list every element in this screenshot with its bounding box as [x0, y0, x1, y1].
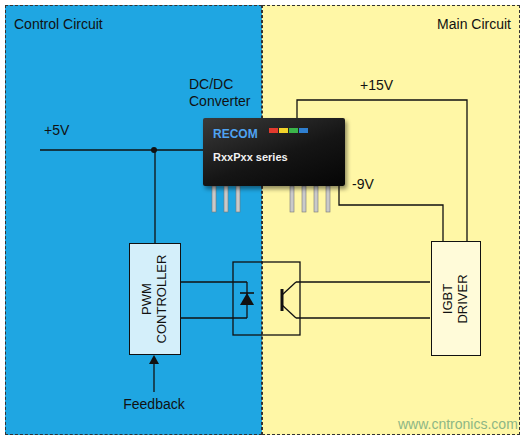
voltage-label: -9V	[352, 176, 374, 192]
chip-pin	[302, 186, 306, 212]
chip-pin	[326, 186, 330, 212]
signal-wire	[296, 317, 430, 318]
diode-symbol	[240, 293, 254, 305]
transistor-lead	[282, 282, 296, 295]
supply-wire	[155, 150, 203, 243]
optocoupler-outline	[233, 262, 300, 335]
driver-box: IGBT DRIVER	[431, 241, 481, 356]
main-region: Main CircuitIGBT DRIVER	[262, 5, 520, 435]
supply-wire	[339, 186, 443, 241]
control-region: Control CircuitPWM CONTROLLER	[5, 5, 262, 435]
watermark: www.cntronics.com	[398, 416, 518, 432]
chip-pin	[290, 186, 294, 212]
module-heading: DC/DC Converter	[189, 76, 271, 110]
feedback-arrow	[153, 364, 154, 392]
signal-wire	[296, 281, 430, 282]
brand-name: RECOM	[213, 127, 258, 141]
arrow-head	[149, 355, 159, 364]
chip-pin	[236, 186, 240, 212]
voltage-label: +15V	[360, 77, 393, 93]
signal-wire	[180, 317, 247, 318]
color-stripes	[269, 128, 309, 134]
chip-pin	[314, 186, 318, 212]
voltage-label: +5V	[44, 122, 69, 138]
controller-box: PWM CONTROLLER	[129, 243, 181, 355]
region-title: Control Circuit	[14, 16, 103, 32]
series-name: RxxPxx series	[213, 151, 288, 163]
converter-module: DC/DC ConverterRECOMRxxPxx series	[203, 118, 345, 186]
region-title: Main Circuit	[437, 16, 511, 32]
signal-name: Feedback	[123, 396, 184, 412]
box-label: IGBT DRIVER	[441, 274, 471, 323]
signal-wire	[180, 281, 247, 282]
chip-pin	[212, 186, 216, 212]
transistor-base	[281, 289, 284, 311]
supply-wire	[40, 149, 154, 150]
transistor-lead	[282, 305, 296, 318]
box-label: PWM CONTROLLER	[140, 255, 170, 344]
chip-pin	[224, 186, 228, 212]
